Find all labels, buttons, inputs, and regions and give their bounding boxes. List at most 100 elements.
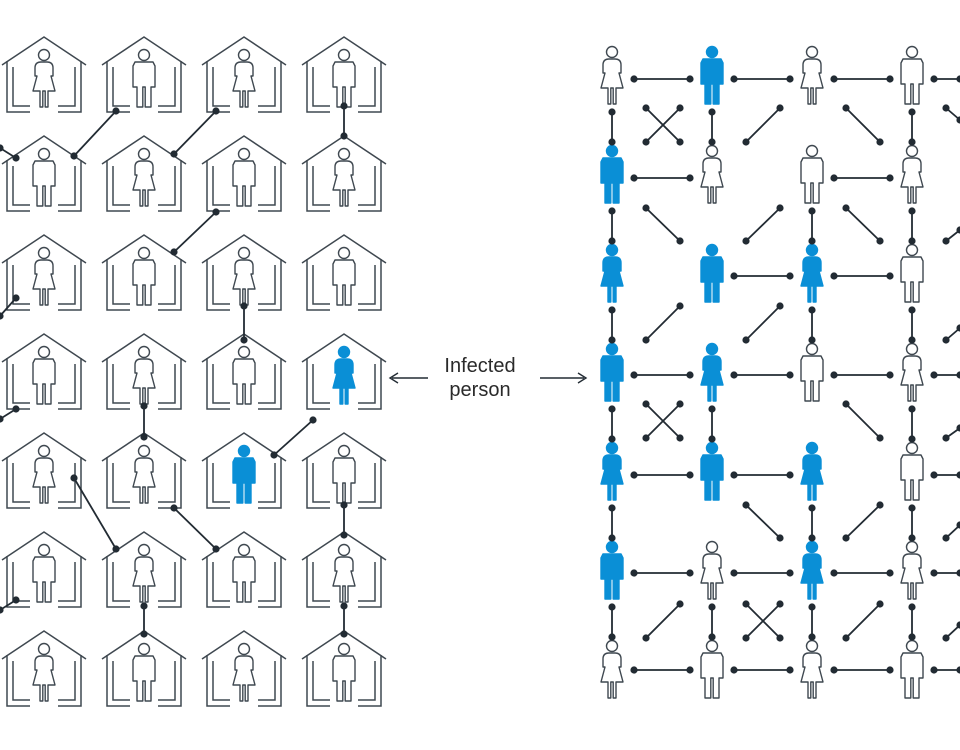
connection-link	[630, 75, 694, 83]
person-0-2	[800, 45, 824, 105]
household-4-1	[101, 432, 187, 509]
person-2-0	[600, 243, 624, 303]
person-female-icon	[332, 345, 356, 405]
household-network-panel	[0, 36, 387, 707]
household-2-2	[201, 234, 287, 311]
household-6-2	[201, 630, 287, 707]
connection-link	[708, 108, 716, 146]
household-3-1	[101, 333, 187, 410]
connection-link	[608, 108, 616, 146]
arrow-right-icon	[540, 372, 588, 384]
connection-link	[942, 424, 960, 442]
household-4-3	[301, 432, 387, 509]
connection-link	[630, 471, 694, 479]
connection-link	[0, 294, 20, 320]
household-5-3	[301, 531, 387, 608]
person-1-0	[600, 144, 624, 204]
label-line-2: person	[449, 379, 511, 401]
connection-link	[830, 666, 894, 674]
connection-link	[730, 272, 794, 280]
household-2-1	[101, 234, 187, 311]
connection-link	[608, 504, 616, 542]
person-4-2	[800, 441, 824, 501]
label-line-1: Infected	[444, 355, 516, 377]
connection-link	[240, 302, 248, 344]
person-5-0	[600, 540, 624, 600]
household-1-1	[101, 135, 187, 212]
person-male-icon	[132, 642, 156, 702]
person-female-icon	[332, 543, 356, 603]
connection-link	[942, 324, 960, 344]
person-female-icon	[32, 246, 56, 306]
household-0-0	[1, 36, 87, 113]
connection-link	[942, 621, 960, 642]
person-male-icon	[232, 147, 256, 207]
connection-link	[0, 596, 20, 614]
connection-link	[170, 504, 220, 553]
connection-link	[730, 75, 794, 83]
household-2-0	[1, 234, 87, 311]
connection-link	[908, 108, 916, 146]
connection-link	[270, 416, 317, 459]
connection-link	[630, 174, 694, 182]
person-male-icon	[332, 444, 356, 504]
connection-link	[608, 306, 616, 344]
connection-link	[842, 600, 884, 642]
person-male-icon	[132, 246, 156, 306]
person-6-1	[700, 639, 724, 699]
connection-link	[630, 569, 694, 577]
person-5-2	[800, 540, 824, 600]
person-female-icon	[232, 48, 256, 108]
person-male-icon	[32, 543, 56, 603]
connection-link	[930, 371, 960, 379]
connection-link	[808, 504, 816, 542]
person-female-icon	[32, 444, 56, 504]
connection-link	[830, 569, 894, 577]
connection-link	[908, 603, 916, 641]
connection-link	[830, 272, 894, 280]
connection-link	[742, 600, 784, 642]
connection-link	[730, 666, 794, 674]
connection-link	[830, 371, 894, 379]
person-female-icon	[232, 246, 256, 306]
household-3-2	[201, 333, 287, 410]
connection-link	[742, 104, 784, 146]
connection-link	[842, 501, 884, 542]
person-0-0	[600, 45, 624, 105]
household-4-0	[1, 432, 87, 509]
household-0-3	[301, 36, 387, 113]
connection-link	[742, 302, 784, 344]
connection-link	[642, 302, 684, 344]
person-male-icon	[132, 48, 156, 108]
connection-link	[0, 144, 20, 162]
person-male-icon	[332, 642, 356, 702]
person-5-1	[700, 540, 724, 600]
connection-link	[842, 204, 884, 245]
connection-link	[608, 405, 616, 443]
household-6-0	[1, 630, 87, 707]
person-1-3	[900, 144, 924, 204]
person-0-1	[700, 45, 724, 105]
person-male-icon	[332, 246, 356, 306]
connection-link	[70, 107, 120, 160]
connection-link	[908, 405, 916, 443]
person-2-3	[900, 243, 924, 303]
connection-link	[930, 666, 960, 674]
connection-link	[930, 75, 960, 83]
connection-link	[340, 501, 348, 539]
callout-arrows	[388, 372, 588, 384]
connection-link	[730, 471, 794, 479]
connection-link	[830, 174, 894, 182]
arrow-left-icon	[388, 372, 428, 384]
connection-link	[630, 371, 694, 379]
connection-link	[608, 603, 616, 641]
person-male-icon	[32, 147, 56, 207]
connection-link	[708, 405, 716, 443]
person-male-icon	[232, 444, 256, 504]
household-3-3	[301, 333, 387, 410]
household-2-3	[301, 234, 387, 311]
connection-link	[70, 474, 120, 553]
person-male-icon	[232, 543, 256, 603]
connection-link	[340, 102, 348, 140]
